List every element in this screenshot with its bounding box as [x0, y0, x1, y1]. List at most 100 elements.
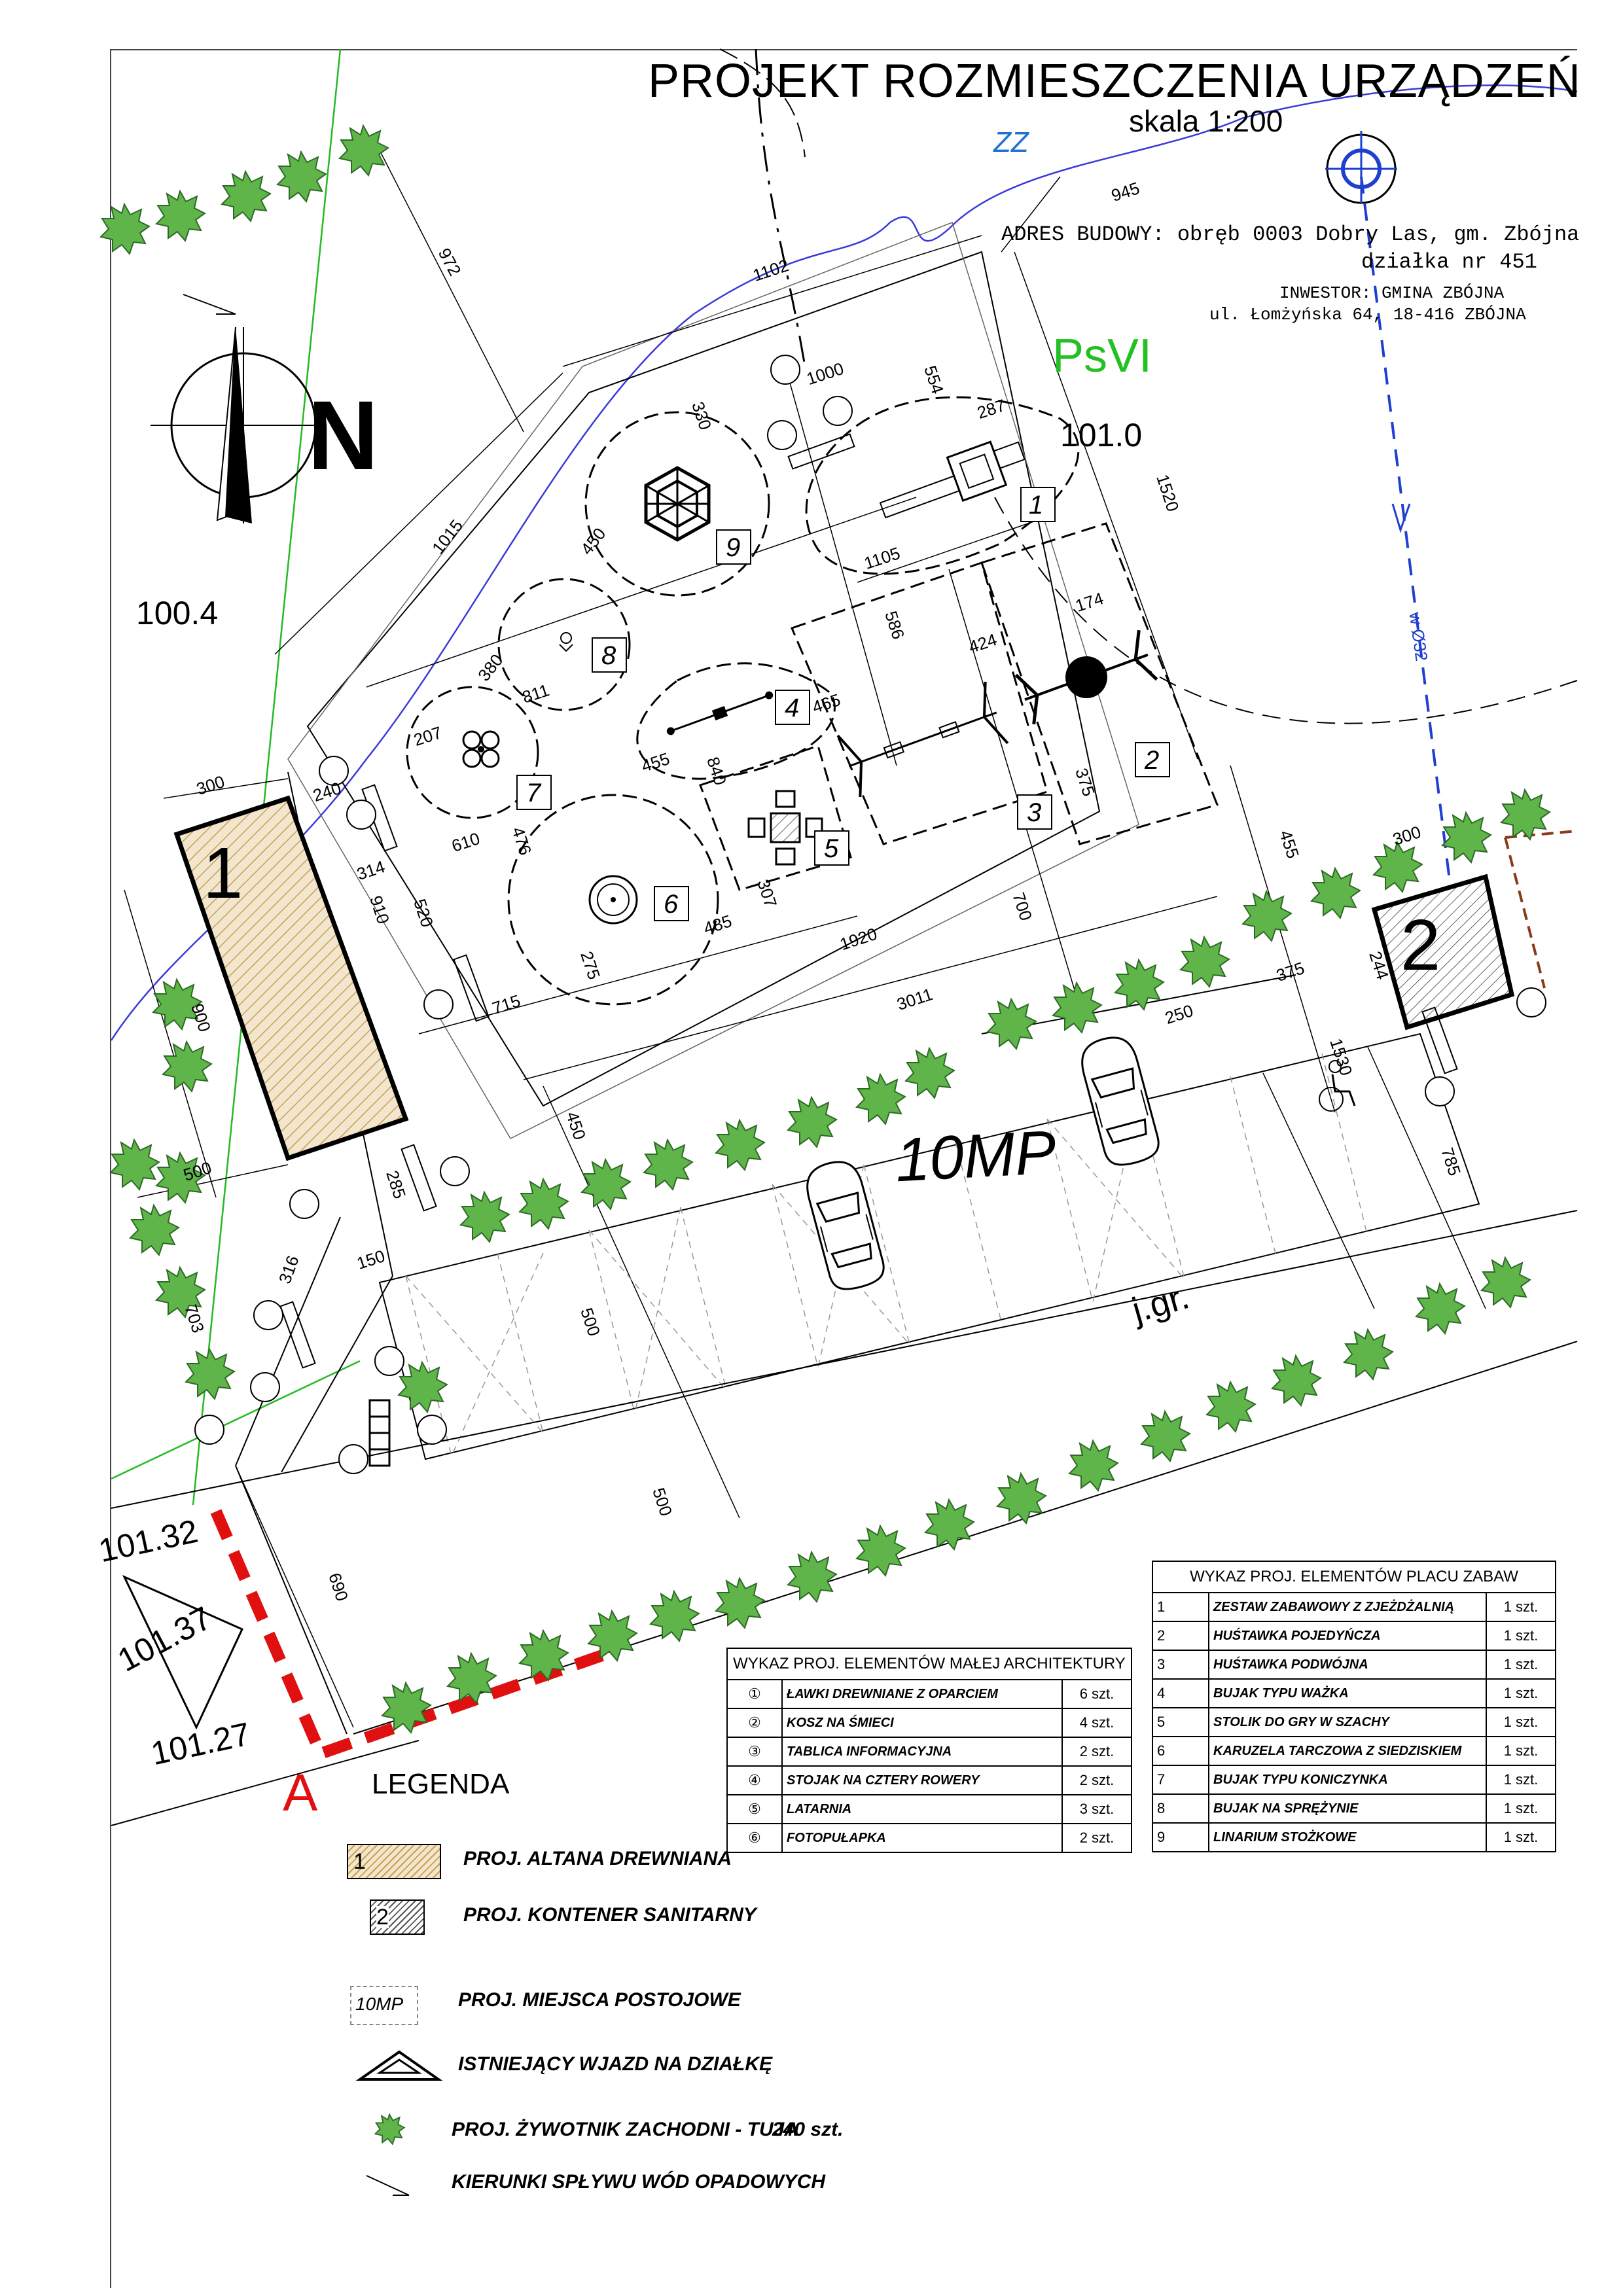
table-num: 4 [1152, 1678, 1209, 1708]
gazebo-number: 1 [203, 833, 243, 913]
table-num: 7 [1152, 1765, 1209, 1795]
water-pipe-line [1325, 131, 1451, 881]
parking-count-label: 10MP [893, 1117, 1058, 1195]
legend-label: PROJ. KONTENER SANITARNY [463, 1904, 757, 1926]
play-number: 8 [601, 641, 616, 670]
table-num: ④ [726, 1765, 783, 1795]
legend-symbol: 1 [353, 1849, 366, 1874]
drawing-title: PROJEKT ROZMIESZCZENIA URZĄDZEŃ [648, 55, 1581, 107]
elevation-100-4: 100.4 [136, 595, 219, 631]
play-number: 3 [1027, 798, 1042, 827]
north-arrow [151, 327, 324, 523]
table-name: BUJAK TYPU WAŻKA [1208, 1678, 1487, 1708]
double-swing-symbol [836, 681, 1009, 798]
table-num: 3 [1152, 1650, 1209, 1680]
north-label: N [308, 380, 379, 490]
bench-symbols [279, 433, 1458, 1369]
container-number: 2 [1400, 905, 1441, 985]
legend-title: LEGENDA [372, 1768, 510, 1800]
play-number-boxes [516, 487, 1170, 921]
address-line: ADRES BUDOWY: obręb 0003 Dobry Las, gm. … [1001, 222, 1580, 247]
table-title: WYKAZ PROJ. ELEMENTÓW MAŁEJ ARCHITEKTURY [726, 1648, 1132, 1680]
table-num: 8 [1152, 1793, 1209, 1824]
table-qty: 6 szt. [1061, 1679, 1132, 1709]
site-outline [287, 222, 1139, 1139]
play-number: 9 [726, 533, 741, 562]
drawing-scale: skala 1:200 [1129, 104, 1283, 138]
table-name: KARUZELA TARCZOWA Z SIEDZISKIEM [1208, 1736, 1487, 1766]
table-qty: 1 szt. [1486, 1707, 1556, 1737]
carousel-symbol [588, 875, 638, 925]
table-name: STOJAK NA CZTERY ROWERY [781, 1765, 1063, 1795]
table-num: 9 [1152, 1822, 1209, 1852]
table-num: ⑥ [726, 1823, 783, 1853]
plot-boundary-line [111, 48, 361, 1506]
play-number: 4 [785, 694, 800, 722]
table-qty: 1 szt. [1486, 1592, 1556, 1622]
play-number: 7 [526, 779, 541, 807]
small-architecture-table: WYKAZ PROJ. ELEMENTÓW MAŁEJ ARCHITEKTURY… [726, 1648, 1132, 1853]
legend-symbol: 10MP [355, 1994, 404, 2014]
table-num: 1 [1152, 1592, 1209, 1622]
drawing-frame [110, 49, 1577, 2288]
play-number: 1 [1029, 491, 1044, 520]
table-name: BUJAK TYPU KONICZYNKA [1208, 1765, 1487, 1795]
table-qty: 4 szt. [1061, 1708, 1132, 1738]
rope-pyramid-symbol [644, 466, 711, 542]
table-qty: 1 szt. [1486, 1678, 1556, 1708]
small-arch-markers [194, 355, 1546, 1474]
table-name: KOSZ NA ŚMIECI [781, 1708, 1063, 1738]
zz-label: ZZ [993, 126, 1029, 158]
sanitary-container [1371, 874, 1515, 1031]
table-qty: 1 szt. [1486, 1736, 1556, 1766]
playset-slide-symbol [879, 440, 1026, 519]
table-num: 5 [1152, 1707, 1209, 1737]
clover-rocker-symbol [462, 730, 500, 768]
legend-entrance-icon [355, 2050, 443, 2081]
table-title: WYKAZ PROJ. ELEMENTÓW PLACU ZABAW [1152, 1561, 1556, 1593]
table-name: TABLICA INFORMACYJNA [781, 1737, 1063, 1767]
table-name: HUŚTAWKA PODWÓJNA [1208, 1650, 1487, 1680]
table-name: FOTOPUŁAPKA [781, 1823, 1063, 1853]
table-num: 6 [1152, 1736, 1209, 1766]
elevation-101-0: 101.0 [1060, 417, 1143, 453]
legend-label: ISTNIEJĄCY WJAZD NA DZIAŁKĘ [458, 2053, 773, 2075]
legend-swatch-container: 2 [370, 1899, 425, 1935]
plot-number-line: działka nr 451 [1361, 250, 1537, 274]
investor-address-line: ul. Łomżyńska 64, 18-416 ZBÓJNA [1209, 305, 1526, 325]
table-num: 2 [1152, 1621, 1209, 1651]
table-name: HUŚTAWKA POJEDYŃCZA [1208, 1621, 1487, 1651]
table-num: ③ [726, 1737, 783, 1767]
table-name: LATARNIA [781, 1794, 1063, 1824]
play-number: 2 [1145, 746, 1160, 775]
legend-swatch-gazebo: 1 [347, 1844, 441, 1879]
table-qty: 1 szt. [1486, 1650, 1556, 1680]
legend-quantity: 240 szt. [772, 2119, 844, 2140]
table-qty: 2 szt. [1061, 1765, 1132, 1795]
legend-drainage-icon [366, 2175, 410, 2196]
legend-symbol: 2 [376, 1905, 389, 1930]
table-num: ① [726, 1679, 783, 1709]
spring-rocker-symbol [559, 632, 573, 652]
table-qty: 1 szt. [1486, 1793, 1556, 1824]
table-name: LINARIUM STOŻKOWE [1208, 1822, 1487, 1852]
table-qty: 1 szt. [1486, 1765, 1556, 1795]
table-qty: 2 szt. [1061, 1737, 1132, 1767]
table-name: BUJAK NA SPRĘŻYNIE [1208, 1793, 1487, 1824]
swing-single-symbol [1014, 629, 1158, 725]
legend-label: KIERUNKI SPŁYWU WÓD OPADOWYCH [452, 2171, 826, 2193]
